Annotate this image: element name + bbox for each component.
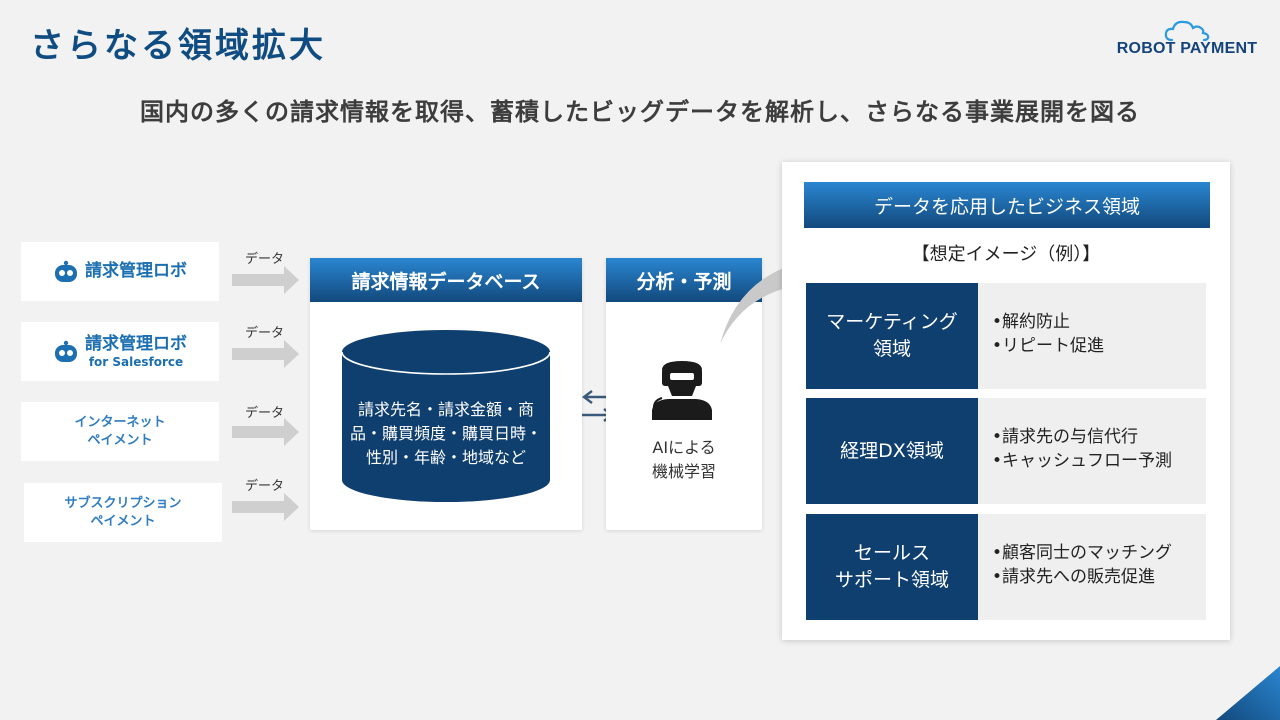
area-name-line1: セールス (853, 542, 930, 565)
business-area-name: 経理DX領域 (806, 398, 978, 504)
database-panel-title: 請求情報データベース (310, 258, 582, 302)
data-label: データ (245, 326, 285, 341)
right-arrow-icon (232, 340, 299, 368)
data-label: データ (245, 252, 285, 267)
business-area-items: •解約防止 •リピート促進 (978, 283, 1206, 389)
source-subscription-payment: サブスクリプション ペイメント (24, 483, 222, 542)
cloud-icon (1164, 20, 1210, 42)
list-item: •キャッシュフロー予測 (992, 450, 1173, 471)
source-seikyu-robo-salesforce: 請求管理ロボ for Salesforce (21, 322, 219, 381)
list-item: •顧客同士のマッチング (992, 543, 1173, 563)
right-arrow-icon (232, 266, 299, 294)
ai-learning-label: AIによる 機械学習 (606, 436, 762, 484)
analysis-panel-title: 分析・予測 (606, 258, 762, 302)
database-fields-text: 請求先名・請求金額・商品・購買頻度・購買日時・性別・年齢・地域など (349, 400, 542, 467)
page-subtitle: 国内の多くの請求情報を取得、蓄積したビッグデータを解析し、さらなる事業展開を図る (140, 98, 1140, 126)
area-name-line1: 経理DX領域 (840, 439, 944, 462)
source-logo-text: 請求管理ロボ (85, 261, 187, 281)
analysis-panel: 分析・予測 AIによる 機械学習 (606, 258, 762, 530)
list-item: •リピート促進 (992, 335, 1105, 356)
source-logo-subtext: for Salesforce (88, 355, 184, 369)
list-item: •解約防止 (992, 312, 1071, 332)
database-panel: 請求情報データベース 請求先名・請求金額・商品・購買頻度・購買日時・性別・年齢・… (310, 258, 582, 530)
area-name-line2: 領域 (872, 338, 911, 360)
business-area-subtitle: 【想定イメージ（例）】 (911, 244, 1101, 265)
logo-text: ROBOT PAYMENT (1116, 40, 1258, 57)
data-label: データ (245, 479, 285, 494)
business-row-sales-support: セールス サポート領域 •顧客同士のマッチング •請求先への販売促進 (806, 514, 1206, 620)
area-name-line2: サポート領域 (834, 569, 949, 591)
business-row-marketing: マーケティング 領域 •解約防止 •リピート促進 (806, 283, 1206, 389)
page-title: さらなる領域拡大 (30, 26, 326, 66)
right-arrow-icon (232, 493, 299, 521)
corner-triangle-decoration (1216, 666, 1280, 720)
source-label-line2: ペイメント (90, 513, 156, 529)
source-label-line2: ペイメント (87, 432, 153, 448)
robot-payment-logo: ROBOT PAYMENT (1112, 20, 1262, 64)
list-item: •請求先への販売促進 (992, 566, 1156, 587)
business-row-accounting-dx: 経理DX領域 •請求先の与信代行 •キャッシュフロー予測 (806, 398, 1206, 504)
business-area-items: •顧客同士のマッチング •請求先への販売促進 (978, 514, 1206, 620)
vr-headset-person-icon (652, 361, 712, 420)
source-internet-payment: インターネット ペイメント (21, 402, 219, 461)
source-label-line1: インターネット (74, 414, 166, 430)
business-area-panel: データを応用したビジネス領域 【想定イメージ（例）】 マーケティング 領域 •解… (782, 162, 1230, 640)
business-area-name: セールス サポート領域 (806, 514, 978, 620)
ai-label-line2: 機械学習 (651, 462, 716, 481)
area-name-line1: マーケティング (826, 311, 958, 334)
robot-face-icon (55, 340, 77, 362)
robot-face-icon (55, 260, 77, 282)
business-area-items: •請求先の与信代行 •キャッシュフロー予測 (978, 398, 1206, 504)
business-area-name: マーケティング 領域 (806, 283, 978, 389)
ai-label-line1: AIによる (652, 438, 716, 457)
source-seikyu-robo: 請求管理ロボ (21, 242, 219, 301)
data-label: データ (245, 406, 285, 421)
database-cylinder-icon (341, 330, 551, 502)
source-label-line1: サブスクリプション (64, 495, 182, 511)
source-logo-text: 請求管理ロボ (85, 334, 187, 354)
right-arrow-icon (232, 418, 299, 446)
business-area-title: データを応用したビジネス領域 (804, 182, 1210, 228)
list-item: •請求先の与信代行 (992, 427, 1139, 447)
